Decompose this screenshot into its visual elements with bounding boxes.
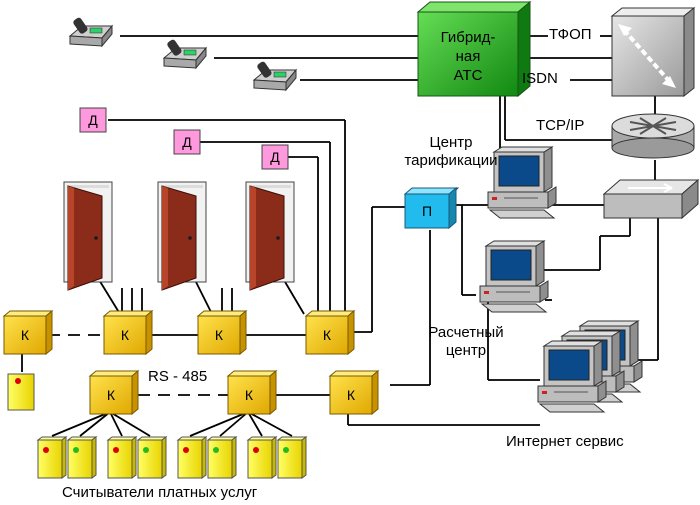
settlement-center-line1: Расчетный — [428, 324, 504, 341]
settlement-computer-icon — [479, 240, 549, 313]
controller-top-2-label: К — [120, 327, 130, 343]
tcpip-label: TCP/IP — [536, 117, 585, 134]
reader-5 — [177, 436, 207, 479]
reader-6 — [207, 436, 237, 479]
connection-lines — [21, 35, 659, 437]
controller-top-3-label: К — [214, 327, 224, 343]
telephone-3-icon — [253, 60, 297, 91]
controller-bottom-1-label: К — [106, 387, 116, 403]
pbx-label-line3: АТС — [453, 67, 483, 84]
reader-8 — [277, 436, 307, 479]
readers-caption: Считыватели платных услуг — [62, 484, 258, 501]
converter-box — [403, 186, 460, 230]
hybrid-pbx-box — [416, 0, 532, 98]
settlement-center-label: Расчетный центр — [416, 324, 516, 360]
door-1-icon — [63, 181, 113, 291]
settlement-center-line2: центр — [445, 342, 487, 359]
pbx-label-line2: ная — [455, 48, 481, 65]
door-3-icon — [245, 181, 295, 291]
controller-top-4-label: К — [322, 327, 332, 343]
converter-label: П — [421, 203, 433, 219]
standalone-sensor — [7, 373, 35, 411]
internet-service-label: Интернет сервис — [506, 433, 624, 450]
reader-4 — [137, 436, 167, 479]
pstn-label: ТФОП — [549, 26, 592, 43]
reader-7 — [247, 436, 277, 479]
router-icon — [611, 113, 695, 159]
door-2-icon — [157, 181, 207, 291]
reader-2 — [67, 436, 97, 479]
sensor-3 — [261, 144, 289, 170]
pbx-label: Гибрид- ная АТС — [418, 28, 518, 85]
reader-1 — [37, 436, 67, 479]
sensor-2 — [173, 129, 201, 155]
telephone-2-icon — [163, 38, 207, 69]
reader-3 — [107, 436, 137, 479]
readers-group — [37, 436, 307, 479]
telephone-1-icon — [69, 16, 113, 47]
sensor-3-label: Д — [270, 149, 280, 165]
billing-center-line1: Центр — [429, 134, 473, 151]
controller-top-1-label: К — [20, 327, 30, 343]
pbx-label-line1: Гибрид- — [440, 29, 496, 46]
controller-bottom-2-label: К — [244, 387, 254, 403]
network-switch-icon — [602, 178, 700, 220]
rs485-label: RS - 485 — [148, 368, 208, 385]
isdn-label: ISDN — [522, 70, 558, 87]
sensor-2-label: Д — [182, 134, 192, 150]
billing-center-line2: тарификации — [404, 152, 498, 169]
internet-server-1-icon — [537, 340, 607, 413]
controller-bottom-3-label: К — [346, 387, 356, 403]
billing-center-label: Центр тарификации — [396, 134, 506, 170]
sensor-1-label: Д — [88, 112, 98, 128]
sensor-1 — [79, 107, 107, 133]
telecom-switch-box — [610, 6, 696, 98]
